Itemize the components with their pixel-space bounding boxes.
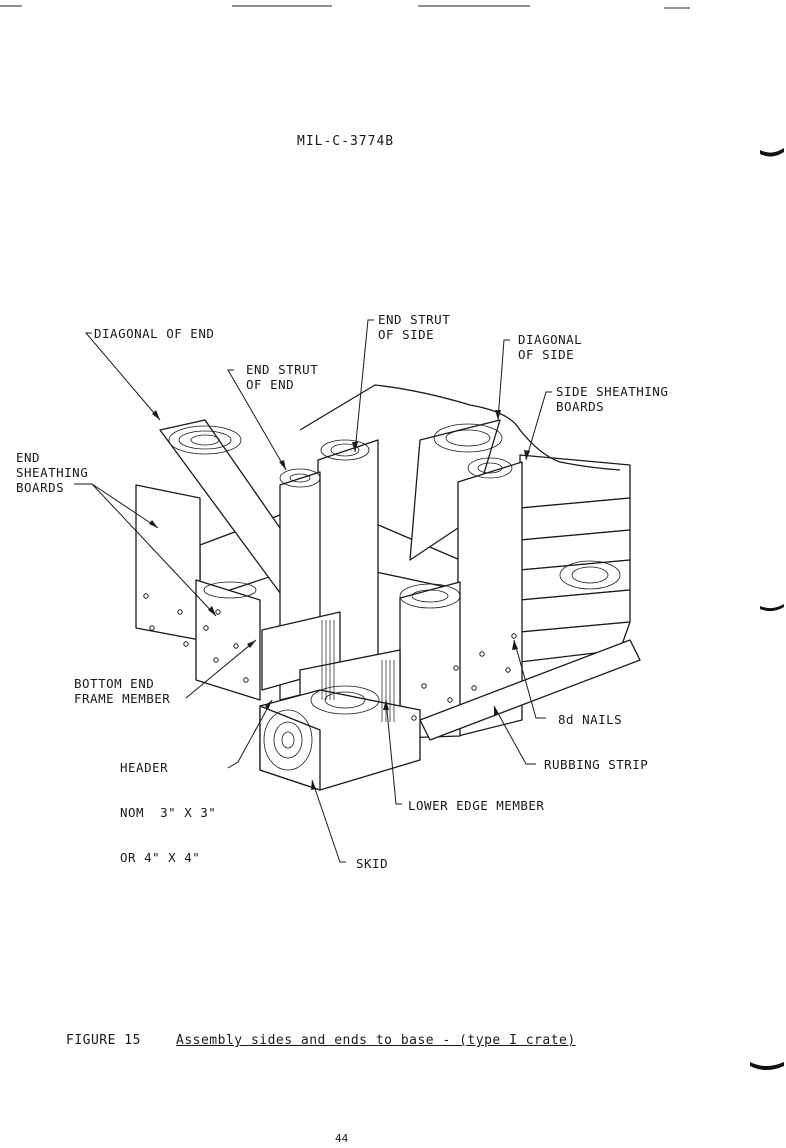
page-number: 44: [335, 1132, 349, 1145]
end-sheathing-board: [135, 484, 201, 641]
label-diagonal-of-side: DIAGONAL OF SIDE: [518, 332, 583, 362]
label-diagonal-of-end: DIAGONAL OF END: [94, 326, 215, 341]
label-side-sheathing-boards: SIDE SHEATHING BOARDS: [556, 384, 669, 414]
binder-marks: [750, 148, 784, 1070]
arrowheads: [149, 410, 530, 790]
label-bottom-end-frame-member: BOTTOM END FRAME MEMBER: [74, 676, 171, 706]
label-8d-nails: 8d NAILS: [558, 712, 623, 727]
side-sheathing-boards: [519, 454, 631, 663]
label-end-sheathing-boards: END SHEATHING BOARDS: [16, 450, 89, 495]
label-header-size: HEADER NOM 3" X 3" OR 4" X 4": [120, 760, 217, 865]
figure-number: FIGURE 15: [66, 1033, 141, 1048]
label-end-strut-of-end: END STRUT OF END: [246, 362, 319, 392]
label-rubbing-strip: RUBBING STRIP: [544, 757, 649, 772]
leader-lines: [74, 319, 552, 863]
label-skid: SKID: [356, 856, 389, 871]
figure-title: Assembly sides and ends to base - (type …: [176, 1033, 576, 1048]
nail-holes: [143, 593, 517, 721]
document-number: MIL-C-3774B: [297, 134, 395, 149]
label-end-strut-of-side: END STRUT OF SIDE: [378, 312, 451, 342]
label-lower-edge-member: LOWER EDGE MEMBER: [408, 798, 545, 813]
